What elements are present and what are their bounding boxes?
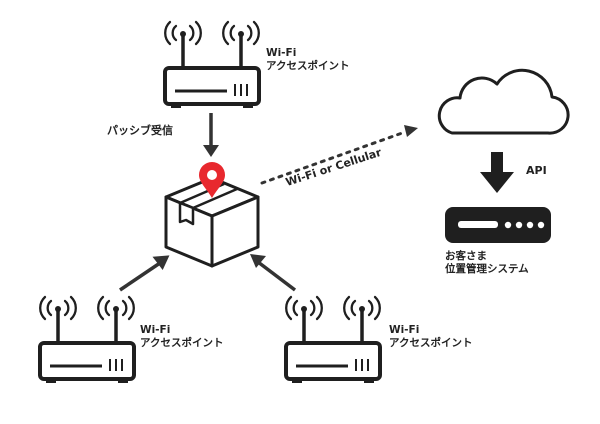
package-box-icon bbox=[164, 176, 260, 268]
arrow-bottom-left-to-box bbox=[119, 255, 170, 292]
ap-label-bottom-left-line2: アクセスポイント bbox=[140, 337, 224, 349]
server-label: お客さま 位置管理システム bbox=[445, 250, 529, 276]
api-label: API bbox=[526, 164, 547, 177]
server-icon bbox=[445, 207, 551, 243]
ap-label-bottom-right-line2: アクセスポイント bbox=[389, 337, 473, 349]
arrow-down-passive bbox=[203, 113, 219, 157]
ap-label-bottom-left-line1: Wi-Fi bbox=[140, 324, 171, 336]
router-icon-bottom-right bbox=[284, 295, 382, 385]
server-label-line2: 位置管理システム bbox=[445, 263, 529, 275]
arrow-down-api bbox=[480, 152, 514, 193]
arrow-bottom-right-to-box bbox=[250, 254, 297, 292]
router-icon-bottom-left bbox=[38, 295, 136, 385]
ap-label-top-line2: アクセスポイント bbox=[266, 60, 350, 72]
server-label-line1: お客さま bbox=[445, 250, 487, 262]
ap-label-bottom-left: Wi-Fi アクセスポイント bbox=[140, 324, 223, 350]
ap-label-bottom-right-line1: Wi-Fi bbox=[389, 324, 420, 336]
router-icon-top bbox=[163, 20, 261, 110]
ap-label-top: Wi-Fi アクセスポイント bbox=[266, 47, 349, 73]
cloud-icon bbox=[437, 68, 570, 135]
arrow-dotted-to-cloud bbox=[260, 125, 418, 185]
ap-label-top-line1: Wi-Fi bbox=[266, 47, 297, 59]
ap-label-bottom-right: Wi-Fi アクセスポイント bbox=[389, 324, 472, 350]
location-pin-icon bbox=[199, 162, 225, 198]
passive-label: パッシブ受信 bbox=[107, 124, 173, 137]
